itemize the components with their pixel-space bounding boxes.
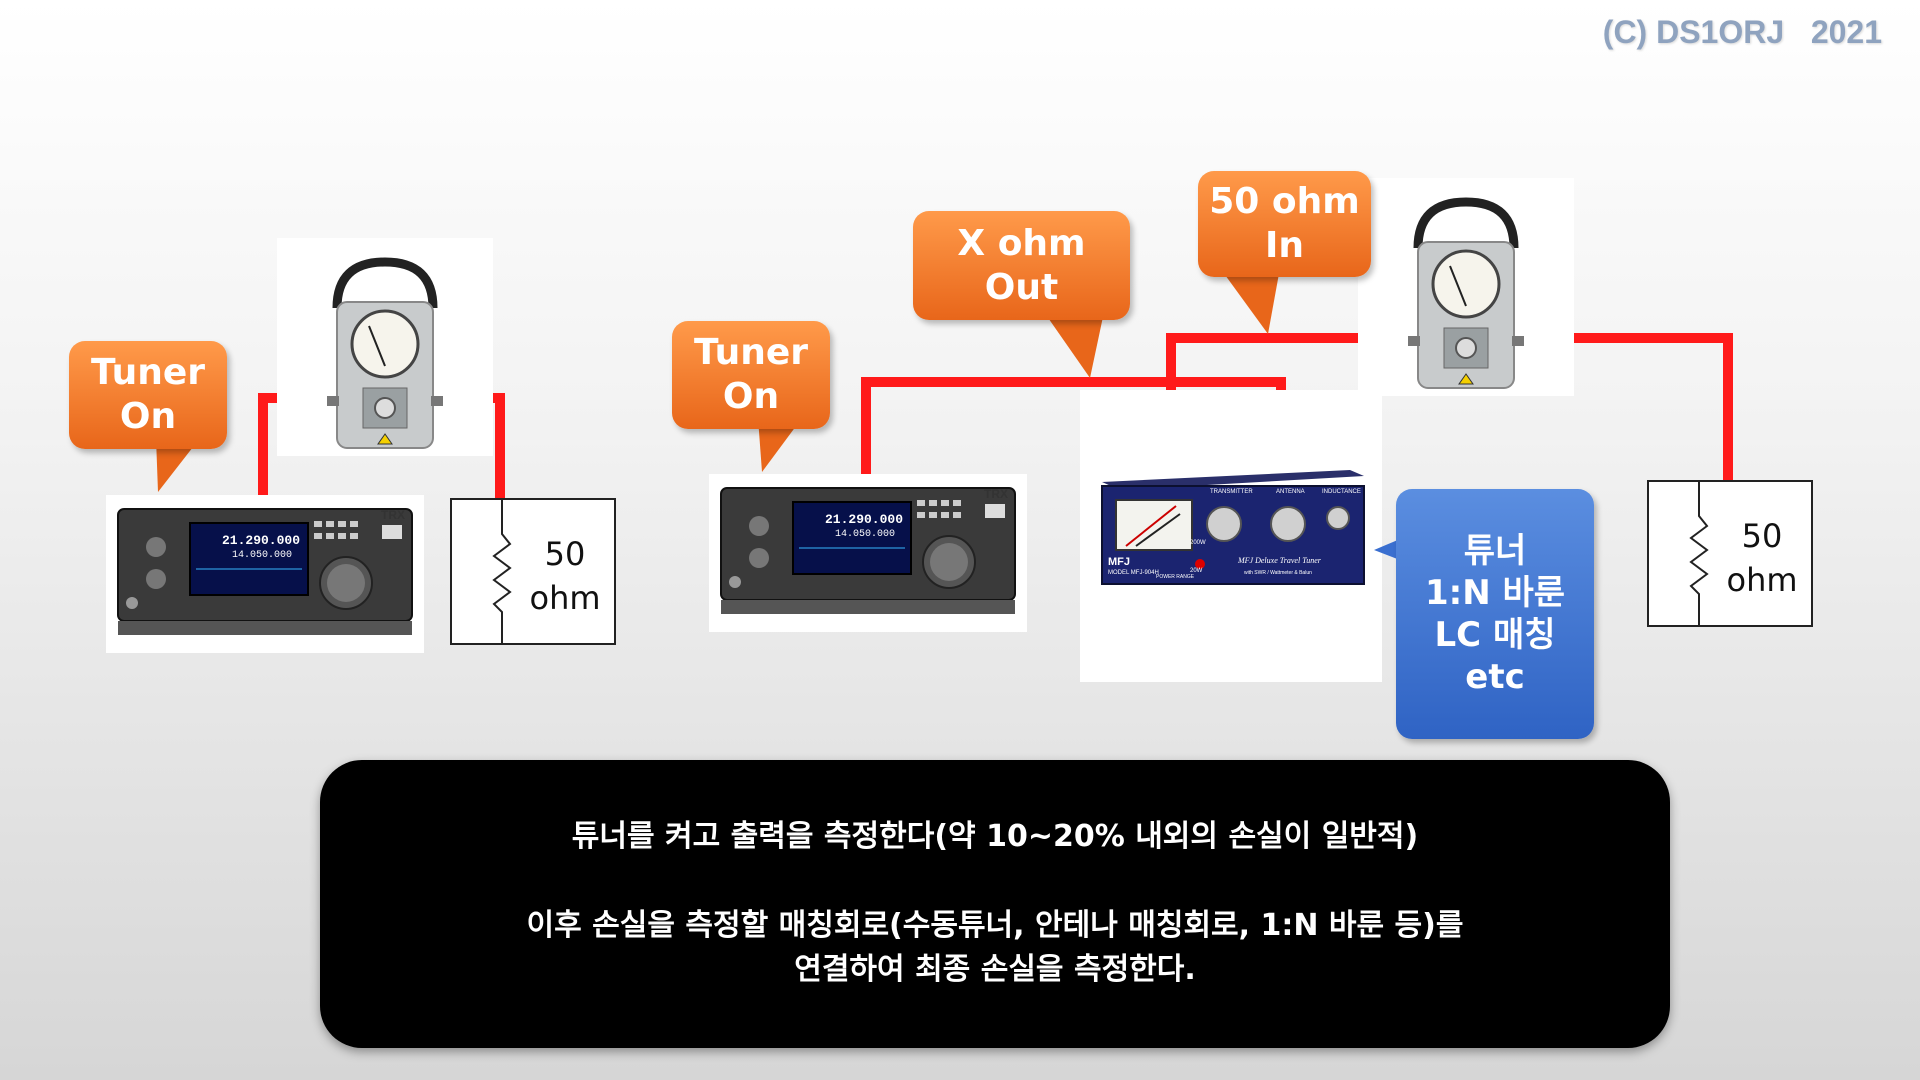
caption-line-2: 이후 손실을 측정할 매칭회로(수동튜너, 안테나 매칭회로, 1:N 바룬 등…: [526, 908, 1464, 943]
radio-frequency-sub-left: 14.050.000: [232, 550, 293, 561]
radio-brand-left: TRX: [381, 508, 405, 522]
callout-tail-tuner-on-right: [758, 418, 802, 472]
callout-tail-tuner-on-left: [156, 438, 200, 492]
callout-50-ohm-in-line1: 50 ohm: [1209, 181, 1360, 222]
tuner-label-inductance: INDUCTANCE: [1322, 489, 1361, 495]
transceiver-left: [106, 495, 424, 653]
tuner-model: MODEL MFJ-904H: [1108, 570, 1159, 576]
callout-x-ohm-out: X ohm Out: [913, 211, 1130, 320]
load-unit-left: ohm: [529, 579, 601, 617]
callout-tuner-on-right-line1: Tuner: [693, 332, 809, 373]
load-unit-right: ohm: [1726, 561, 1798, 599]
caption-line-3: 연결하여 최종 손실을 측정한다.: [794, 952, 1196, 987]
wire-meter-to-load-right: [1517, 333, 1733, 485]
copyright-text: (C) DS1ORJ 2021: [1602, 14, 1882, 50]
callout-x-ohm-out-line1: X ohm: [957, 222, 1086, 264]
wattmeter-right: [1358, 178, 1574, 396]
callout-tuner-on-left: Tuner On: [69, 341, 227, 449]
resistor-symbol-right: [1689, 482, 1709, 625]
callout-tuner-types-line4: etc: [1465, 657, 1525, 697]
dummy-load-right: 50 ohm: [1647, 480, 1813, 627]
callout-tail-x-ohm-out: [1044, 312, 1104, 378]
caption-box: 튜너를 켜고 출력을 측정한다(약 10~20% 내외의 손실이 일반적) 이후…: [320, 760, 1670, 1048]
callout-50-ohm-in: 50 ohm In: [1198, 171, 1371, 277]
tuner-power-low: 20W: [1190, 568, 1203, 574]
load-value-left: 50: [544, 535, 586, 573]
callout-tail-50-ohm-in: [1220, 268, 1280, 334]
callout-tuner-types: 튜너 1:N 바룬 LC 매칭 etc: [1396, 489, 1594, 739]
callout-tuner-on-left-line1: Tuner: [90, 352, 206, 393]
load-value-right: 50: [1741, 517, 1783, 555]
callout-x-ohm-out-line2: Out: [984, 266, 1059, 308]
tuner-power-range: POWER RANGE: [1156, 574, 1195, 580]
callout-tuner-types-line1: 튜너: [1463, 531, 1527, 571]
callout-tuner-on-right: Tuner On: [672, 321, 830, 429]
tuner-label-transmitter: TRANSMITTER: [1210, 489, 1253, 495]
wattmeter-left: [277, 238, 493, 456]
tuner-power-high: 200W: [1190, 540, 1206, 546]
radio-frequency-sub-right: 14.050.000: [835, 529, 896, 540]
transceiver-right: [709, 474, 1027, 632]
dummy-load-left: 50 ohm: [450, 498, 616, 645]
radio-brand-right: TRX: [984, 487, 1008, 501]
callout-tuner-types-line2: 1:N 바룬: [1424, 573, 1566, 613]
resistor-symbol-left: [492, 500, 512, 643]
callout-tuner-types-line3: LC 매칭: [1434, 615, 1556, 655]
tuner-name: MFJ Deluxe Travel Tuner: [1238, 556, 1321, 565]
manual-antenna-tuner: MFJ MODEL MFJ-904H TRANSMITTER ANTENNA I…: [1080, 390, 1382, 682]
radio-frequency-main-left: 21.290.000: [222, 533, 301, 548]
tuner-subtitle: with SWR / Wattmeter & Balun: [1244, 570, 1312, 576]
callout-tuner-on-right-line2: On: [722, 376, 780, 417]
caption-line-1: 튜너를 켜고 출력을 측정한다(약 10~20% 내외의 손실이 일반적): [571, 819, 1419, 854]
radio-frequency-main-right: 21.290.000: [825, 512, 904, 527]
callout-tuner-on-left-line2: On: [119, 396, 177, 437]
tuner-brand: MFJ: [1108, 556, 1130, 568]
tuner-label-antenna: ANTENNA: [1276, 489, 1305, 495]
callout-50-ohm-in-line2: In: [1264, 225, 1305, 266]
